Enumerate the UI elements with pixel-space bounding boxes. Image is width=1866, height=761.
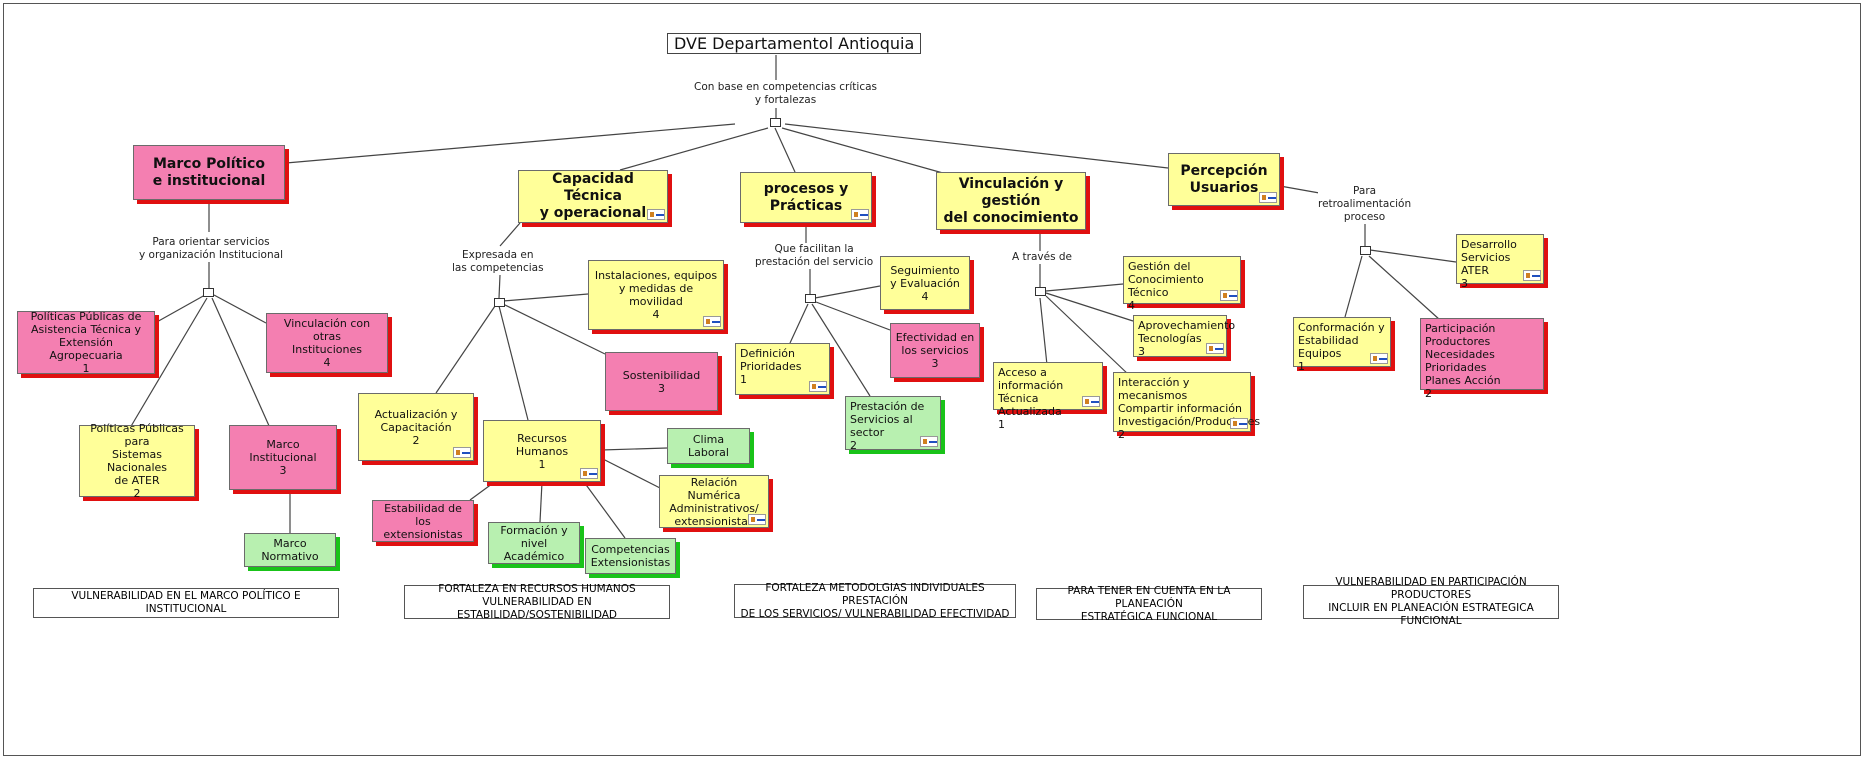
attachment-icon[interactable] <box>1523 270 1541 281</box>
node-seguimiento[interactable]: Seguimiento y Evaluación 4 <box>880 256 970 310</box>
node-marco-normativo[interactable]: Marco Normativo <box>244 533 336 567</box>
node-acceso-informacion[interactable]: Acceso a información Técnica Actualizada… <box>993 362 1103 431</box>
node-definicion[interactable]: Definición Prioridades 1 <box>735 343 830 395</box>
diagram-frame <box>3 3 1861 756</box>
node-formacion[interactable]: Formación y nivel Académico <box>488 522 580 564</box>
junction-procesos <box>805 294 816 303</box>
node-capacidad-tecnica[interactable]: Capacidad Técnica y operacional <box>518 170 668 223</box>
link-retro: Para retroalimentación proceso <box>1318 185 1412 224</box>
junction-vinculacion <box>1035 287 1046 296</box>
node-efectividad[interactable]: Efectividad en los servicios 3 <box>890 323 980 378</box>
junction-capacidad <box>494 298 505 307</box>
node-marco-politico[interactable]: Marco Político e institucional <box>133 145 285 200</box>
node-interaccion[interactable]: Interacción y mecanismos Compartir infor… <box>1113 372 1260 441</box>
link-facilitan: Que facilitan la prestación del servicio <box>755 243 874 269</box>
footer-note-5: VULNERABILIDAD EN PARTICIPACIÓN PRODUCTO… <box>1303 576 1559 627</box>
node-sostenibilidad[interactable]: Sostenibilidad 3 <box>605 352 718 411</box>
node-marco-institucional[interactable]: Marco Institucional 3 <box>229 425 337 490</box>
node-relacion-numerica[interactable]: Relación Numérica Administrativos/ exten… <box>659 475 769 528</box>
node-vinculacion-otras[interactable]: Vinculación con otras Instituciones 4 <box>266 313 388 373</box>
node-instalaciones[interactable]: Instalaciones, equipos y medidas de movi… <box>588 260 724 330</box>
attachment-icon[interactable] <box>1206 343 1224 354</box>
junction-percepcion <box>1360 246 1371 255</box>
node-conformacion[interactable]: Conformación y Estabilidad Equipos 1 <box>1293 317 1391 373</box>
node-politicas-asistencia[interactable]: Políticas Públicas de Asistencia Técnica… <box>17 310 155 375</box>
attachment-icon[interactable] <box>647 209 665 220</box>
footer-note-1: VULNERABILIDAD EN EL MARCO POLÍTICO E IN… <box>33 588 339 618</box>
link-traves: A través de <box>1012 251 1072 264</box>
attachment-icon[interactable] <box>748 514 766 525</box>
node-clima-laboral[interactable]: Clima Laboral <box>667 428 750 464</box>
node-percepcion-usuarios[interactable]: Percepción Usuarios <box>1168 153 1280 206</box>
attachment-icon[interactable] <box>703 316 721 327</box>
node-recursos-humanos[interactable]: Recursos Humanos 1 <box>483 420 601 482</box>
junction-root <box>770 118 781 127</box>
attachment-icon[interactable] <box>1082 396 1100 407</box>
node-procesos-practicas[interactable]: procesos y Prácticas <box>740 172 872 223</box>
node-prestacion[interactable]: Prestación de Servicios al sector 2 <box>845 396 941 452</box>
node-estabilidad[interactable]: Estabilidad de los extensionistas <box>372 500 474 542</box>
attachment-icon[interactable] <box>1220 290 1238 301</box>
node-politicas-sistemas[interactable]: Políticas Públicas para Sistemas Naciona… <box>79 422 195 500</box>
node-vinculacion-gestion[interactable]: Vinculación y gestión del conocimiento <box>936 172 1086 230</box>
node-participacion[interactable]: Participación Productores Necesidades Pr… <box>1420 318 1544 400</box>
attachment-icon[interactable] <box>1259 192 1277 203</box>
node-desarrollo-servicios[interactable]: Desarrollo Servicios ATER 3 <box>1456 234 1544 290</box>
attachment-icon[interactable] <box>1370 353 1388 364</box>
attachment-icon[interactable] <box>453 447 471 458</box>
node-aprovechamiento[interactable]: Aprovechamiento Tecnologías 3 <box>1133 315 1235 358</box>
attachment-icon[interactable] <box>809 381 827 392</box>
root-link-label: Con base en competencias críticas y fort… <box>694 81 878 107</box>
footer-note-3: FORTALEZA METODOLGIAS INDIVIDUALES PREST… <box>734 582 1016 620</box>
footer-note-2: FORTALEZA EN RECURSOS HUMANOS VULNERABIL… <box>404 583 670 621</box>
node-gestion-conocimiento[interactable]: Gestión del Conocimiento Técnico 4 <box>1123 256 1241 312</box>
node-competencias[interactable]: Competencias Extensionistas <box>585 538 676 574</box>
junction-marco <box>203 288 214 297</box>
diagram-title[interactable]: DVE Departamentol Antioquia <box>667 33 922 54</box>
attachment-icon[interactable] <box>851 209 869 220</box>
node-actualizacion[interactable]: Actualización y Capacitación 2 <box>358 393 474 461</box>
link-orientar: Para orientar servicios y organización I… <box>139 236 283 262</box>
attachment-icon[interactable] <box>920 436 938 447</box>
attachment-icon[interactable] <box>580 468 598 479</box>
footer-note-4: PARA TENER EN CUENTA EN LA PLANEACIÓN ES… <box>1036 585 1262 623</box>
attachment-icon[interactable] <box>1230 418 1248 429</box>
link-expresada: Expresada en las competencias <box>452 249 544 275</box>
